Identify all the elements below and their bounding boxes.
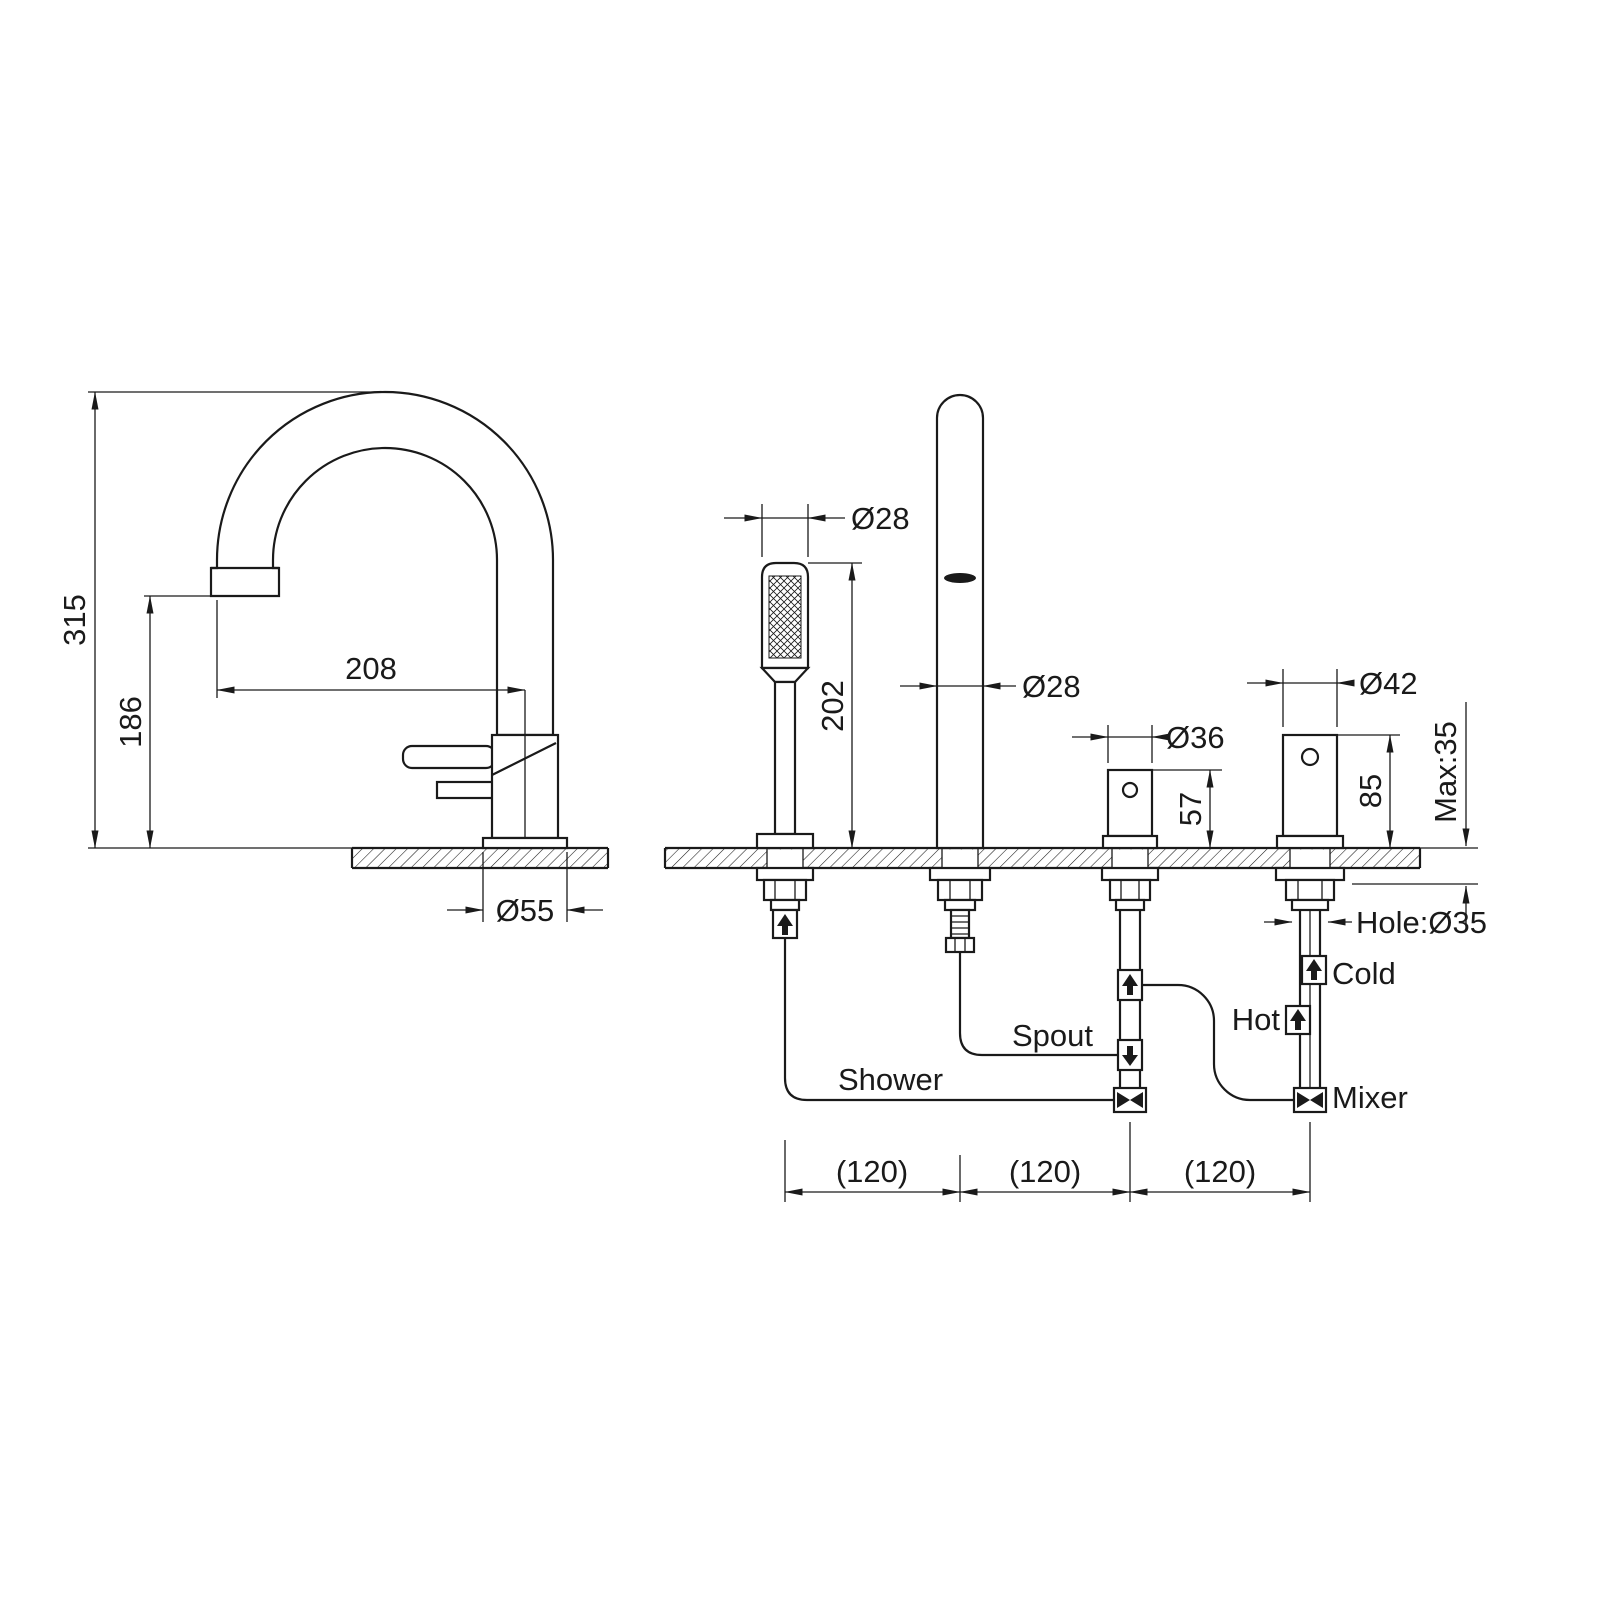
dim-spacing-left-label: (120) <box>836 1154 908 1189</box>
spout-supply-line <box>958 952 1118 1057</box>
tub-spout <box>928 393 1118 1057</box>
shower-hose-line <box>783 938 1113 1102</box>
up-arrow-icon <box>777 914 793 926</box>
spout-label: Spout <box>1012 1018 1093 1053</box>
dim-spout-diameter-label: Ø28 <box>1022 669 1081 704</box>
dim-mixer-diameter: Ø42 <box>1247 666 1418 727</box>
dim-spout-reach: 208 <box>216 600 526 838</box>
dim-total-height: 315 <box>57 391 384 849</box>
shower-label: Shower <box>838 1062 943 1097</box>
up-arrow-icon <box>1122 974 1138 986</box>
handshower-escutcheon <box>755 832 815 850</box>
handle-sublever <box>435 780 495 800</box>
mixer-pin <box>1300 747 1320 767</box>
dim-mixer-height: 85 <box>1337 734 1400 849</box>
dim-hole-diameter: Hole:Ø35 <box>1264 905 1487 940</box>
connector-icon <box>1117 1092 1130 1108</box>
dim-spout-height: 186 <box>113 595 213 849</box>
dim-total-height-label: 315 <box>57 594 92 646</box>
dim-spout-height-label: 186 <box>113 696 148 748</box>
dim-mixer-height-label: 85 <box>1353 774 1388 808</box>
dim-hole-diameter-label: Hole:Ø35 <box>1356 905 1487 940</box>
handle-lever <box>401 744 497 770</box>
handshower-handle <box>773 680 797 836</box>
mixer-valve <box>1274 733 1346 1114</box>
dim-diverter-height-label: 57 <box>1173 792 1208 826</box>
dim-diverter-height: 57 <box>1152 769 1222 849</box>
dim-handshower-height: 202 <box>808 562 862 849</box>
deck-left <box>350 846 610 870</box>
dim-base-diameter: Ø55 <box>447 852 603 928</box>
mixer-label: Mixer <box>1332 1080 1408 1115</box>
dim-handshower-diameter-label: Ø28 <box>851 501 910 536</box>
dim-spout-diameter: Ø28 <box>900 669 1081 704</box>
diverter-body <box>1106 768 1154 838</box>
dim-base-diameter-label: Ø55 <box>496 893 555 928</box>
dim-handshower-height-label: 202 <box>815 680 850 732</box>
dim-hole-spacing: (120) (120) (120) <box>784 1122 1311 1202</box>
dim-diverter-diameter-label: Ø36 <box>1166 720 1225 755</box>
dim-handshower-diameter: Ø28 <box>724 501 910 557</box>
up-arrow-icon <box>1290 1009 1306 1021</box>
spout-cylinder <box>935 393 985 850</box>
faucet-base-flange <box>481 836 569 850</box>
mixer-body <box>1281 733 1339 838</box>
diverter-pin <box>1121 781 1139 799</box>
dim-diverter-diameter: Ø36 <box>1072 720 1225 763</box>
connector-icon <box>1297 1092 1310 1108</box>
cold-label: Cold <box>1332 956 1396 991</box>
down-arrow-icon <box>1122 1055 1138 1066</box>
gooseneck-spout <box>209 390 555 737</box>
dim-spacing-middle-label: (120) <box>1009 1154 1081 1189</box>
up-arrow-icon <box>1306 959 1322 971</box>
diverter-valve <box>1100 768 1294 1114</box>
hot-label: Hot <box>1232 1002 1281 1037</box>
dim-spout-reach-label: 208 <box>345 651 397 686</box>
handshower-spray-face <box>768 575 802 659</box>
dim-spacing-right-label: (120) <box>1184 1154 1256 1189</box>
dim-deck-thickness-label: Max:35 <box>1428 721 1463 823</box>
mixer-to-diverter-line <box>1142 983 1294 1102</box>
callout-labels: Shower Spout Cold Hot Mixer <box>838 956 1408 1115</box>
spout-outlet-slot <box>944 573 976 583</box>
handshower <box>755 561 1113 1102</box>
dim-mixer-diameter-label: Ø42 <box>1359 666 1418 701</box>
dim-deck-thickness: Max:35 <box>1352 702 1478 930</box>
